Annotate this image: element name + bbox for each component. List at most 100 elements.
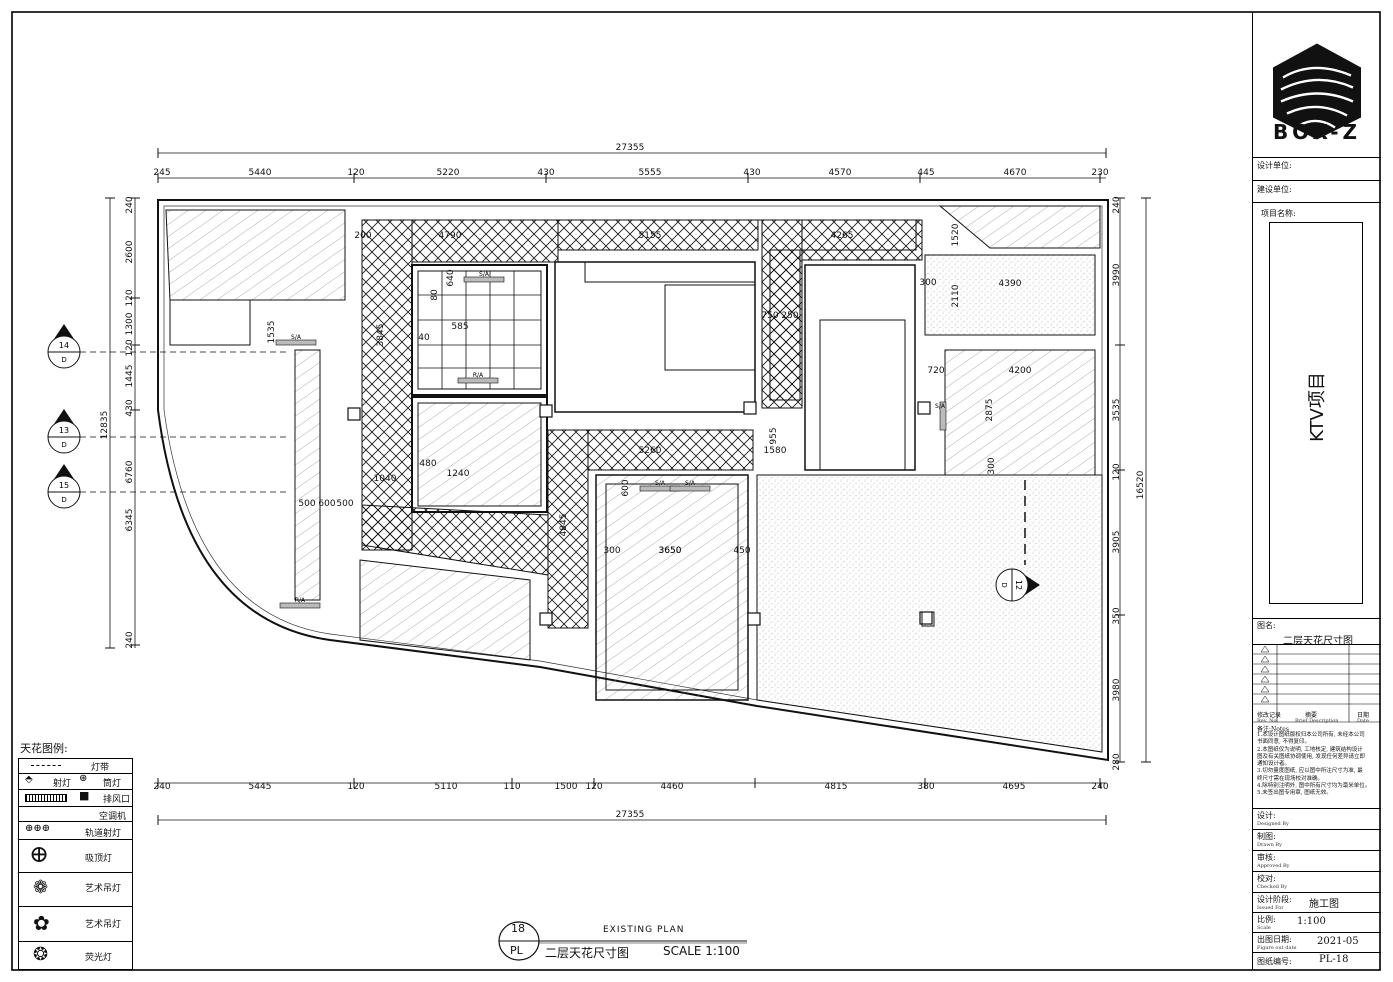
dimension-label: 6345	[125, 509, 135, 532]
section-marker-15: 15D	[47, 464, 81, 509]
vent-tag: S/A	[935, 403, 946, 410]
vent-tag: S/A	[479, 271, 490, 278]
approved-by-label: 审核:	[1257, 853, 1276, 862]
dimension-label: 4460	[661, 782, 684, 792]
fluorescent-light-icon: ❂	[33, 944, 49, 965]
dimension-label: 500	[298, 499, 315, 509]
dimension-label: 120	[1112, 463, 1122, 480]
dimension-label: 640	[446, 269, 456, 286]
revision-table	[1253, 644, 1381, 723]
dimension-label: 5155	[639, 231, 662, 241]
note-line: 通知设计者。	[1257, 761, 1291, 768]
drawing-title: 18 PL EXISTING PLAN 二层天花尺寸图 SCALE 1:100	[497, 920, 757, 962]
drawn-by-label: 制图:	[1257, 832, 1276, 841]
section-marker-14: 14D	[47, 324, 81, 369]
figure-date-value: 2021-05	[1317, 936, 1359, 947]
legend-title: 天花图例:	[20, 742, 68, 755]
dimension-label: 200	[354, 231, 371, 241]
vent-tag: R/A	[295, 597, 306, 604]
legend-item-ac: 空调机	[99, 812, 127, 822]
legend-item-fluorescent: 荧光灯	[85, 953, 113, 963]
dimension-label: 430	[743, 168, 760, 178]
dimension-label: 430	[537, 168, 554, 178]
dimension-label: 3845	[376, 324, 386, 347]
dimension-label: 445	[917, 168, 934, 178]
checked-by-sub: Checked By	[1257, 884, 1288, 890]
dimension-label: 230	[1091, 168, 1108, 178]
dimension-label: 2875	[985, 399, 995, 422]
dimension-label: 5440	[249, 168, 272, 178]
legend-item-exhaust: 排风口	[103, 795, 131, 805]
note-line: 1.本设计图纸版权归本公司所有, 未经本公司	[1257, 732, 1365, 738]
design-unit-label: 设计单位:	[1257, 161, 1292, 170]
dimension-label: 240	[1091, 782, 1108, 792]
dimension-label: 585	[451, 322, 468, 332]
dimension-label: 1520	[951, 223, 961, 246]
dimension-label: 280	[1112, 753, 1122, 770]
dimension-label: 1040	[374, 474, 397, 484]
chandelier-icon: ❁	[33, 877, 49, 898]
section-number: 14	[59, 341, 69, 350]
dimension-label: 4815	[825, 782, 848, 792]
revision-sub: Rev. No.	[1257, 718, 1279, 724]
dimension-label: 40	[418, 333, 430, 343]
drawn-by-sub: Drawn By	[1257, 842, 1282, 848]
legend-item-chandelier-1: 艺术吊灯	[85, 884, 122, 894]
dimension-label: 1445	[125, 365, 135, 388]
drawing-name: 二层天花尺寸图	[1283, 636, 1353, 647]
section-sheet: D	[61, 496, 66, 504]
dimension-label: 600	[318, 499, 335, 509]
sheet-number-label: 图纸编号:	[1257, 957, 1292, 966]
client-unit-label: 建设单位:	[1257, 185, 1292, 194]
dimension-label: 120	[125, 339, 135, 356]
dimension-label: 720	[927, 366, 944, 376]
dimension-label: 5445	[249, 782, 272, 792]
drawing-number: 18	[511, 922, 525, 935]
vent-tag: R/A	[473, 372, 484, 379]
cove-lighting-bands	[361, 219, 923, 629]
vent-grille	[279, 602, 321, 609]
dimension-label: 27355	[616, 810, 645, 820]
vent-grille	[669, 485, 711, 492]
project-name-box	[1269, 222, 1363, 604]
figure-date-label: 出图日期:	[1257, 935, 1292, 944]
vent-grille	[275, 339, 317, 346]
section-number: 15	[59, 481, 69, 490]
note-line: 终尺寸需在现场校对准确。	[1257, 775, 1324, 782]
section-sheet: D	[61, 441, 66, 449]
scale-value: 1:100	[1297, 916, 1326, 927]
dimension-label: 6760	[125, 460, 135, 483]
dimension-label: 5260	[639, 446, 662, 456]
designed-by-sub: Designed By	[1257, 821, 1289, 827]
sheet-number: PL-18	[1319, 954, 1349, 965]
dimension-label: 120	[347, 168, 364, 178]
spotlight-icon: ⬘	[25, 774, 33, 785]
section-number: 12	[1014, 580, 1023, 590]
dimension-label: 430	[125, 399, 135, 416]
ceiling-light-icon: ⊕	[29, 840, 50, 868]
figure-date-sub: Figure out date	[1257, 945, 1297, 951]
drawing-code: PL	[510, 944, 523, 957]
title-block: BOX-Z 设计单位: 建设单位: 项目名称: KTV项目 图名: 二层天花尺寸…	[1252, 12, 1381, 970]
section-sheet: D	[61, 356, 66, 364]
light-strip-icon	[31, 765, 61, 766]
dimension-label: 300	[919, 278, 936, 288]
dimension-label: 250	[781, 311, 798, 321]
dimension-label: 240	[153, 782, 170, 792]
dimension-label: 16520	[1136, 470, 1146, 499]
dimension-label: 240	[125, 196, 135, 213]
drawing-title-frame	[498, 921, 747, 961]
dimension-label: 3980	[1112, 678, 1122, 701]
vent-grille	[463, 276, 505, 283]
note-line: 2.本图纸仅为说明, 工地核定, 建筑结构设计	[1257, 746, 1363, 753]
section-marker-13: 13D	[47, 409, 81, 454]
brief-sub: Brief Description	[1295, 718, 1339, 724]
dimension-label: 955	[769, 427, 779, 444]
dimension-label: 4570	[829, 168, 852, 178]
legend-item-track: 轨道射灯	[85, 829, 122, 839]
boxz-logo-icon	[1273, 43, 1361, 140]
dimension-label: 380	[917, 782, 934, 792]
